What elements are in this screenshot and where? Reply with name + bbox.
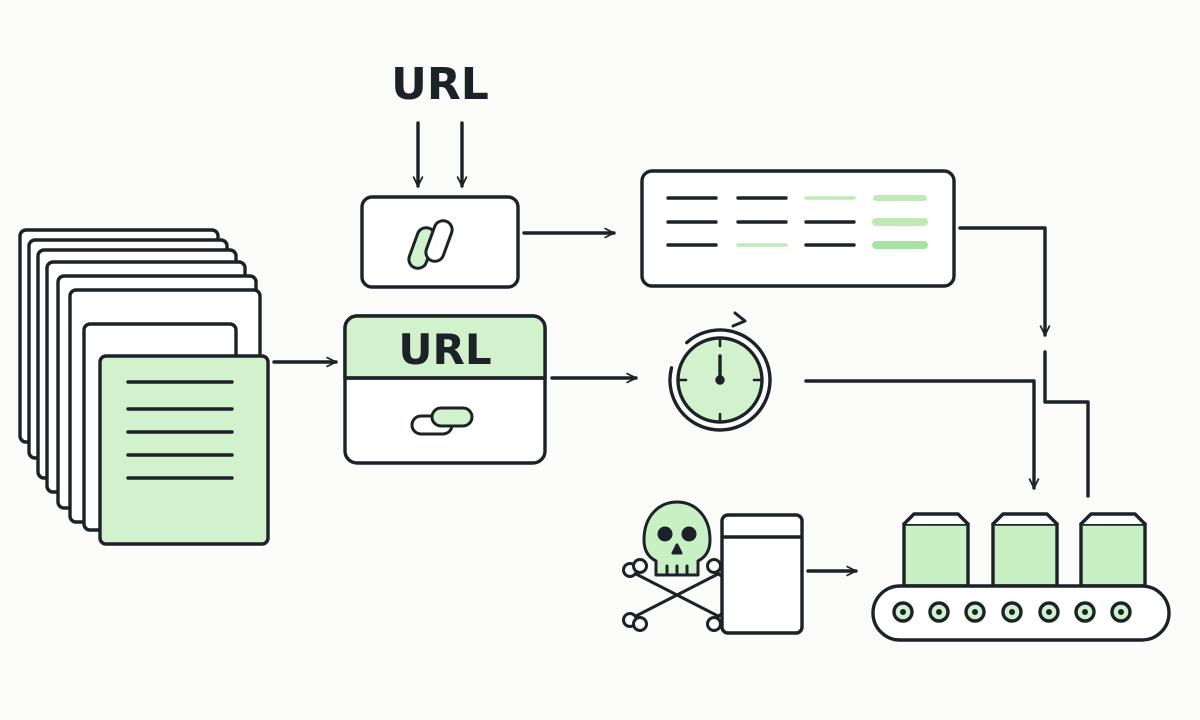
connector <box>1043 350 1090 498</box>
connector <box>958 226 1051 337</box>
clock-icon <box>668 311 772 432</box>
conveyor-belt-icon <box>871 512 1171 642</box>
link-chain-icon <box>410 406 474 436</box>
skull-crossbones-icon <box>622 500 732 632</box>
link-box <box>360 195 520 289</box>
table-icon <box>640 169 956 288</box>
container-icon <box>720 513 804 635</box>
url-top-label: URL <box>391 59 489 110</box>
link-chain-icon <box>407 219 454 270</box>
url-link-box: URL <box>343 314 547 465</box>
url-box-label: URL <box>398 325 491 374</box>
connector <box>804 379 1040 490</box>
document-stack-icon <box>18 228 270 546</box>
